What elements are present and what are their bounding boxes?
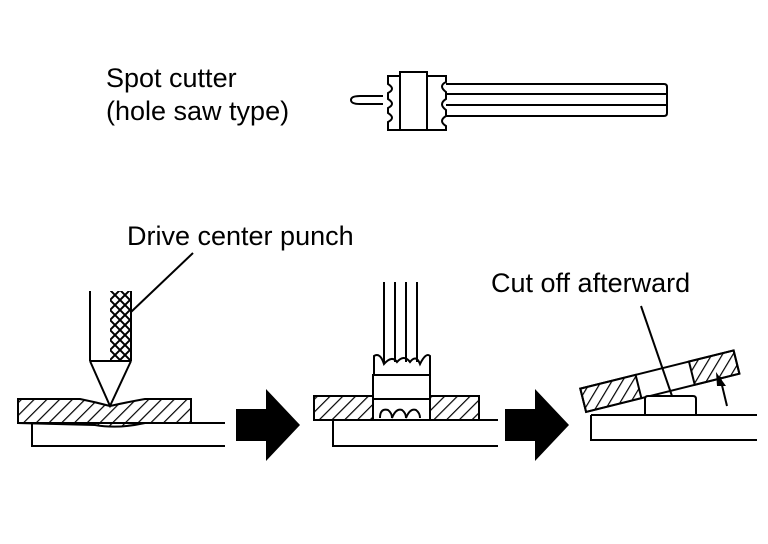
cutter-collar	[399, 71, 428, 131]
arrow-step-1	[236, 389, 300, 461]
step-remove	[579, 305, 757, 441]
spot-cutter-tool	[349, 71, 668, 131]
step-cut	[313, 282, 498, 447]
cutter-teeth-left	[387, 75, 401, 131]
cutter-teeth-right	[426, 75, 447, 131]
drive-center-punch-label: Drive center punch	[127, 221, 354, 251]
spot-cutter-label-line2: (hole saw type)	[106, 96, 290, 126]
top-panel-dented	[17, 398, 192, 428]
arrow-step-2	[505, 389, 569, 461]
leader-line-punch	[130, 252, 194, 313]
leader-line-cut	[640, 305, 673, 397]
spot-cutter-label-line1: Spot cutter	[106, 63, 237, 93]
cut-off-afterward-label: Cut off afterward	[491, 268, 691, 298]
cutter-shank	[446, 83, 668, 117]
step-punch	[17, 252, 225, 447]
knurled-grip	[110, 291, 131, 361]
spot-cutter-label: Spot cutter (hole saw type)	[106, 62, 289, 128]
bottom-panel	[18, 422, 225, 447]
pilot-tip	[349, 95, 383, 105]
